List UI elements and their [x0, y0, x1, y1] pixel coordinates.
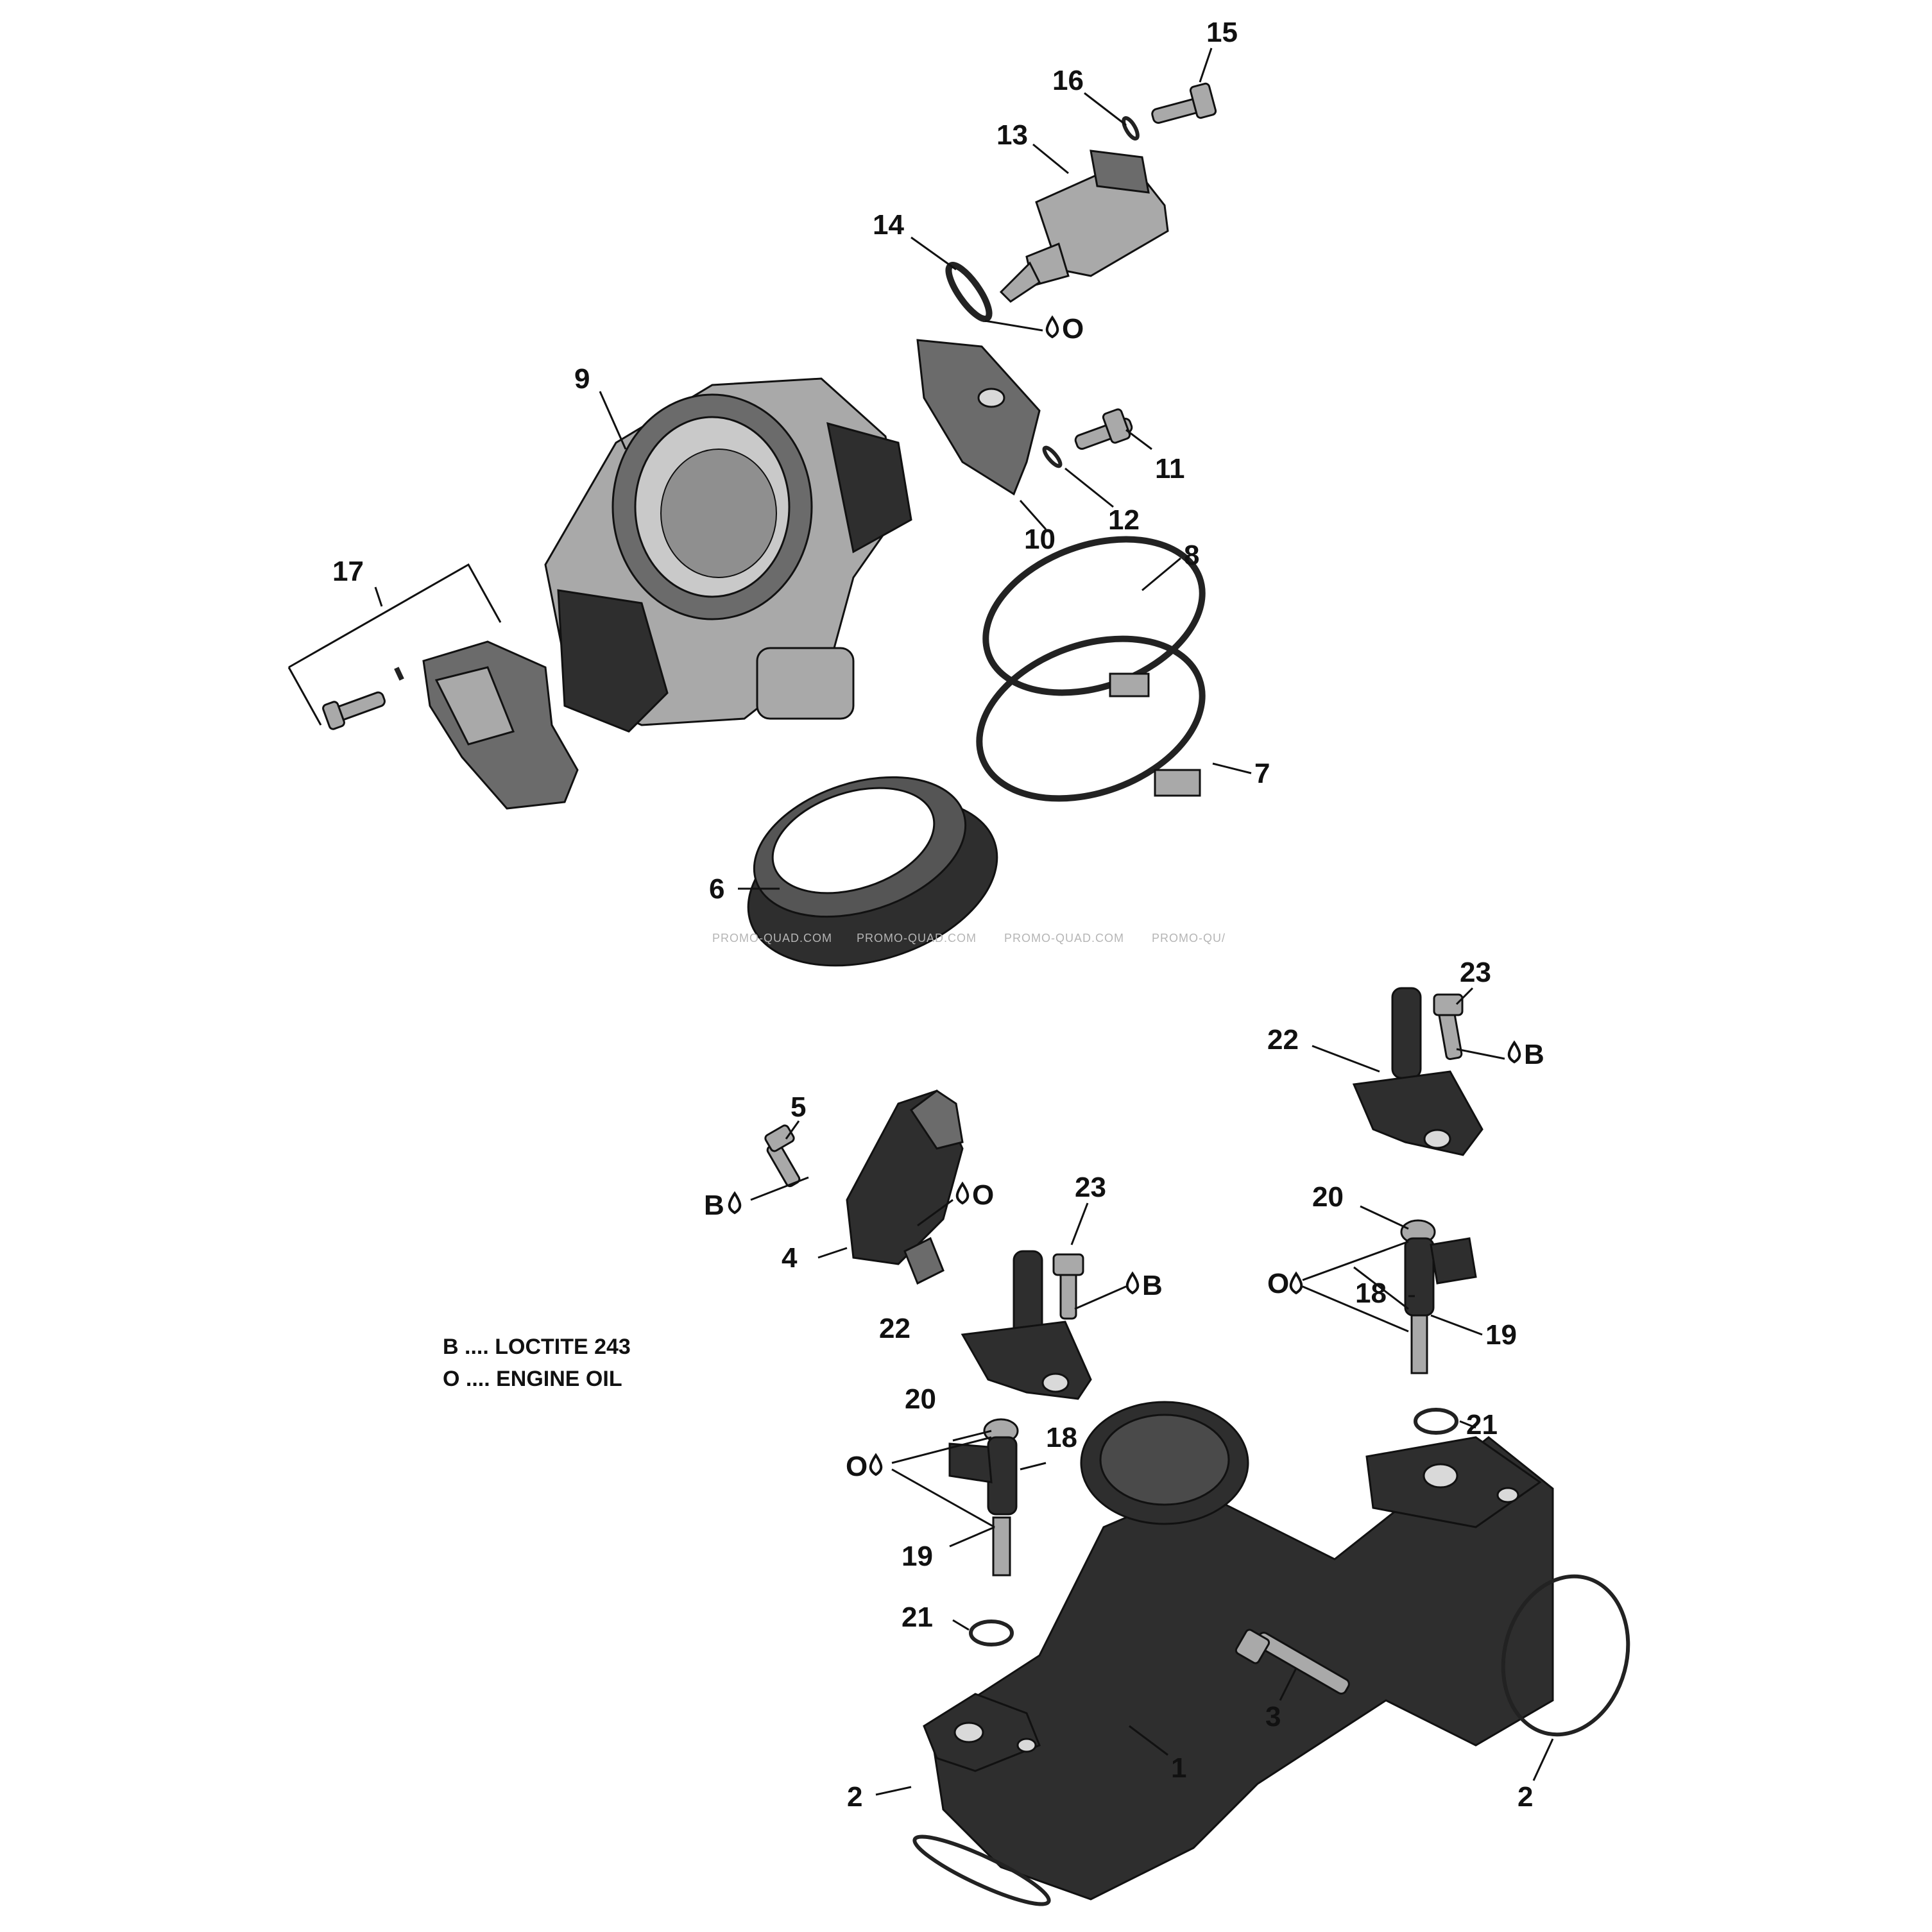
callout-17: 17	[332, 556, 364, 587]
callout-11: 11	[1155, 453, 1185, 484]
part-18-fuel-injector-left	[948, 1418, 1019, 1577]
part-2-gasket-right	[1501, 1574, 1630, 1737]
svg-text:O: O	[846, 1451, 868, 1482]
svg-text:O: O	[1267, 1268, 1289, 1299]
callout-18-left: 18	[1046, 1422, 1077, 1453]
callout-16: 16	[1052, 65, 1084, 96]
drop-icon	[728, 1191, 742, 1215]
part-4-map-sensor	[846, 1090, 964, 1285]
drop-icon	[1507, 1040, 1521, 1064]
marker-oil-14: O	[1045, 313, 1084, 345]
svg-text:PROMO-QU/: PROMO-QU/	[1152, 932, 1226, 945]
drop-icon	[955, 1181, 970, 1205]
callout-19-left: 19	[902, 1541, 933, 1572]
svg-text:B: B	[1524, 1039, 1544, 1070]
legend: B .... LOCTITE 243 O .... ENGINE OIL	[443, 1335, 631, 1391]
callout-15: 15	[1206, 17, 1238, 48]
callout-14: 14	[873, 209, 904, 241]
part-23-screw-right	[1433, 993, 1464, 1061]
callout-4: 4	[782, 1242, 798, 1274]
part-22-fuel-rail-right	[1352, 987, 1483, 1156]
part-14-o-ring	[945, 262, 993, 322]
callout-10: 10	[1024, 524, 1056, 555]
marker-loctite-23-right: B	[1507, 1039, 1544, 1070]
part-22-fuel-rail-left	[961, 1250, 1092, 1400]
svg-text:O: O	[972, 1179, 994, 1211]
part-21-washer-right	[1414, 1408, 1458, 1435]
callout-20-left: 20	[905, 1383, 936, 1415]
svg-text:PROMO-QUAD.COM: PROMO-QUAD.COM	[1004, 932, 1124, 945]
callout-21-left: 21	[902, 1602, 933, 1633]
callout-12: 12	[1108, 504, 1140, 536]
marker-oil-injector-left: O	[846, 1451, 883, 1482]
part-12-washer	[1042, 445, 1063, 468]
part-16-washer	[1122, 116, 1140, 141]
callout-23-right: 23	[1460, 957, 1491, 988]
part-7-clamp	[976, 635, 1206, 802]
part-9-throttle-body	[544, 377, 912, 733]
callout-2-right: 2	[1517, 1781, 1533, 1813]
callout-3: 3	[1265, 1701, 1281, 1732]
callout-20-right: 20	[1312, 1181, 1344, 1213]
legend-engine-oil: O .... ENGINE OIL	[443, 1367, 622, 1391]
part-23-screw-left	[1052, 1253, 1084, 1320]
drop-icon	[1289, 1271, 1303, 1295]
marker-oil-4: O	[955, 1179, 994, 1211]
part-13-idle-air-actuator	[999, 150, 1169, 303]
part-8-clamp	[982, 536, 1206, 697]
part-11-screw	[1074, 408, 1133, 450]
part-15-screw	[1151, 82, 1217, 124]
callout-2-bottom: 2	[847, 1781, 862, 1813]
callout-6: 6	[709, 873, 724, 905]
legend-loctite: B .... LOCTITE 243	[443, 1335, 631, 1359]
callout-22-right: 22	[1267, 1024, 1299, 1056]
callout-8: 8	[1184, 540, 1199, 571]
callout-22-left: 22	[879, 1313, 910, 1344]
part-6-intake-adaptor	[747, 776, 998, 967]
drop-icon	[1045, 315, 1059, 339]
marker-loctite-23-left: B	[1125, 1270, 1163, 1301]
part-5-screw	[764, 1124, 801, 1188]
svg-text:O: O	[1062, 313, 1084, 345]
callout-13: 13	[996, 119, 1028, 151]
part-10-adapter-plate	[916, 339, 1041, 496]
part-2-gasket-bottom	[912, 1834, 1051, 1906]
svg-text:PROMO-QUAD.COM: PROMO-QUAD.COM	[712, 932, 832, 945]
leader-lines	[287, 47, 1554, 1796]
part-21-washer-left	[969, 1620, 1014, 1646]
watermark: PROMO-QUAD.COM PROMO-QUAD.COM PROMO-QUAD…	[712, 932, 1226, 945]
callout-23-left: 23	[1075, 1172, 1106, 1203]
callout-5: 5	[791, 1091, 806, 1123]
callout-7: 7	[1254, 758, 1270, 789]
svg-text:B: B	[1142, 1270, 1163, 1301]
callout-9: 9	[574, 363, 590, 395]
callout-19-right: 19	[1485, 1319, 1517, 1351]
marker-loctite-5: B	[704, 1190, 742, 1221]
callout-18-right: 18	[1355, 1278, 1387, 1309]
svg-text:PROMO-QUAD.COM: PROMO-QUAD.COM	[857, 932, 977, 945]
drop-icon	[869, 1453, 883, 1476]
part-3-screw	[1235, 1629, 1350, 1695]
callout-21-right: 21	[1466, 1409, 1498, 1440]
drop-icon	[1125, 1271, 1140, 1295]
part-1-intake-manifold	[923, 1401, 1554, 1901]
part-17-throttle-position-sensor	[322, 640, 579, 810]
svg-text:B: B	[704, 1190, 724, 1221]
marker-oil-injector-right: O	[1267, 1268, 1303, 1299]
callout-1: 1	[1171, 1752, 1186, 1784]
